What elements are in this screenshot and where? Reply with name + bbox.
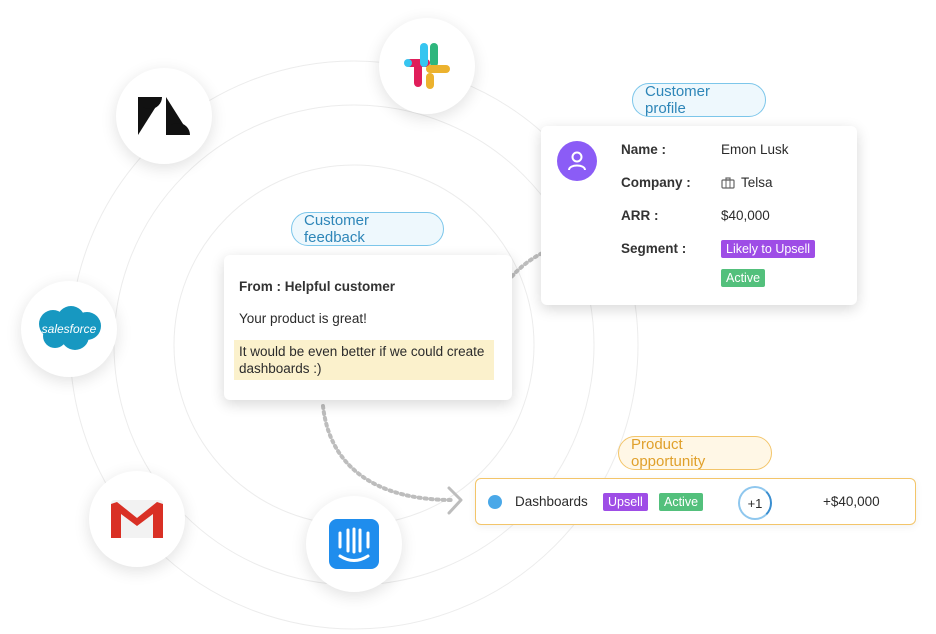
- company-value: Telsa: [741, 175, 773, 190]
- feedback-message: Your product is great!: [239, 311, 367, 326]
- zendesk-icon: [138, 97, 190, 135]
- segment-label: Segment :: [621, 241, 687, 256]
- opportunity-tag: Upsell: [603, 493, 648, 511]
- feedback-highlight: It would be even better if we could crea…: [234, 340, 494, 380]
- customer-feedback-pill: Customer feedback: [291, 212, 444, 246]
- salesforce-icon: salesforce: [39, 306, 101, 350]
- customer-profile-pill: Customer profile: [632, 83, 766, 117]
- feedback-highlight-line: It would be even better if we could crea…: [239, 344, 485, 359]
- name-label: Name :: [621, 142, 667, 157]
- customer-feedback-card: From : Helpful customer Your product is …: [224, 255, 512, 400]
- company-label: Company :: [621, 175, 691, 190]
- salesforce-logo[interactable]: salesforce: [21, 281, 117, 377]
- segment-tag: Active: [721, 269, 766, 287]
- gmail-logo[interactable]: [89, 471, 185, 567]
- product-opportunity-pill: Product opportunity: [618, 436, 772, 470]
- feedback-highlight-line: dashboards :): [239, 361, 322, 376]
- status-dot: [488, 495, 502, 509]
- customer-profile-card: Name : Emon Lusk Company : Telsa ARR : $…: [541, 126, 857, 305]
- segment-tag-upsell: Likely to Upsell: [721, 240, 816, 258]
- name-value: Emon Lusk: [721, 142, 789, 157]
- feedback-from: From : Helpful customer: [239, 279, 396, 294]
- intercom-icon: [329, 519, 379, 569]
- feedback-to-opportunity-arrow: [321, 404, 454, 502]
- vote-count: +1: [747, 495, 763, 511]
- svg-text:salesforce: salesforce: [42, 322, 97, 336]
- slack-icon: [404, 43, 450, 89]
- opportunity-item: Dashboards: [515, 494, 588, 509]
- vote-count-badge[interactable]: +1: [738, 486, 772, 520]
- arr-label: ARR :: [621, 208, 659, 223]
- product-opportunity-row[interactable]: Dashboards Upsell Active +1 +$40,000: [475, 478, 916, 525]
- briefcase-icon: [721, 176, 735, 189]
- arr-value: $40,000: [721, 208, 770, 223]
- opportunity-value: +$40,000: [823, 494, 880, 509]
- segment-tag: Likely to Upsell: [721, 240, 816, 258]
- opportunity-tag-upsell: Upsell: [603, 493, 648, 511]
- segment-tag-active: Active: [721, 269, 766, 287]
- intercom-logo[interactable]: [306, 496, 402, 592]
- opportunity-tag-active: Active: [659, 493, 704, 511]
- user-icon: [568, 151, 586, 171]
- zendesk-logo[interactable]: [116, 68, 212, 164]
- avatar: [557, 141, 597, 181]
- arrow-head-icon: [447, 486, 463, 515]
- company-value-group: Telsa: [721, 175, 773, 190]
- opportunity-tag: Active: [659, 493, 704, 511]
- gmail-icon: [111, 500, 163, 538]
- slack-logo[interactable]: [379, 18, 475, 114]
